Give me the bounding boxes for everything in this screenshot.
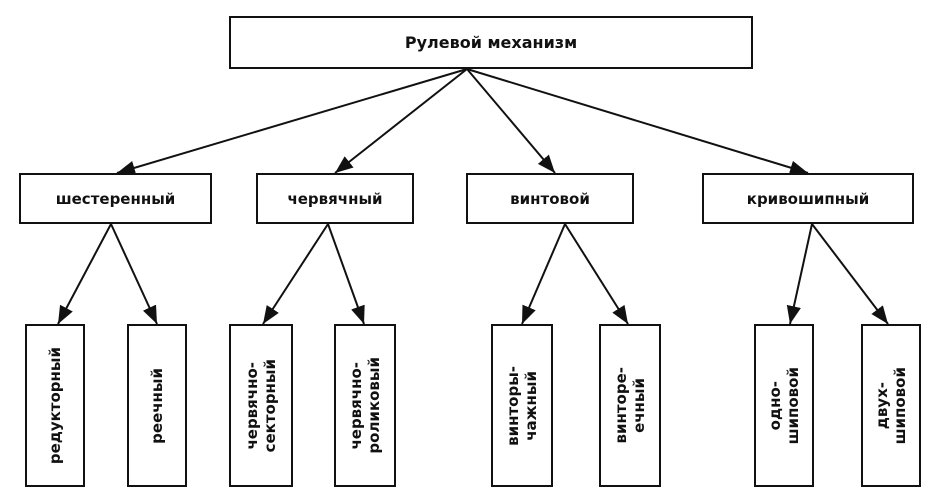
leaf-line: червячно- bbox=[243, 361, 261, 450]
arrow-root-to-gear bbox=[116, 68, 468, 175]
leaf-box-worm-sector: червячно- секторный bbox=[229, 324, 293, 487]
category-box-crank: кривошипный bbox=[702, 173, 914, 224]
leaf-box-rack: реечный bbox=[127, 324, 187, 487]
category-label: винтовой bbox=[510, 189, 590, 208]
arrow-root-to-screw bbox=[466, 68, 556, 174]
leaf-box-single-pin: одно- шиповой bbox=[754, 324, 814, 487]
arrow-gear-to-reduction bbox=[57, 223, 112, 325]
category-label: кривошипный bbox=[746, 189, 870, 208]
arrow-crank-to-single bbox=[786, 223, 813, 325]
leaf-line: двух- bbox=[873, 381, 891, 430]
arrow-screw-to-rack bbox=[564, 223, 629, 325]
leaf-line: шиповой bbox=[784, 366, 802, 445]
arrow-root-to-worm bbox=[334, 68, 468, 174]
leaf-line: чажный bbox=[522, 370, 540, 441]
leaf-box-reduction: редукторный bbox=[25, 324, 85, 487]
category-label: червячный bbox=[287, 189, 383, 208]
leaf-box-screw-lever: винторы- чажный bbox=[491, 324, 553, 487]
category-label: шестеренный bbox=[55, 189, 176, 208]
arrow-crank-to-double bbox=[811, 223, 889, 325]
leaf-line: ечный bbox=[630, 378, 648, 433]
arrow-worm-to-roller bbox=[327, 223, 365, 325]
leaf-box-worm-roller: червячно- роликовый bbox=[334, 324, 396, 487]
arrow-worm-to-sector bbox=[262, 223, 329, 325]
arrow-root-to-crank bbox=[466, 68, 809, 175]
leaf-line: шиповой bbox=[891, 366, 909, 445]
leaf-line: одно- bbox=[766, 380, 784, 431]
category-box-worm: червячный bbox=[256, 173, 414, 224]
leaf-line: секторный bbox=[261, 358, 279, 453]
leaf-box-double-pin: двух- шиповой bbox=[861, 324, 921, 487]
leaf-line: червячно- bbox=[347, 361, 365, 450]
category-box-screw: винтовой bbox=[466, 173, 634, 224]
category-box-gear: шестеренный bbox=[19, 173, 212, 224]
leaf-line: винторе- bbox=[612, 367, 630, 444]
leaf-box-screw-rack: винторе- ечный bbox=[599, 324, 661, 487]
leaf-line: редукторный bbox=[46, 346, 64, 465]
root-label: Рулевой механизм bbox=[404, 33, 578, 52]
arrow-screw-to-lever bbox=[521, 223, 566, 325]
root-box: Рулевой механизм bbox=[229, 16, 753, 69]
arrow-gear-to-rack bbox=[110, 223, 158, 325]
leaf-line: винторы- bbox=[504, 365, 522, 446]
leaf-line: роликовый bbox=[365, 357, 383, 454]
leaf-line: реечный bbox=[148, 367, 166, 444]
